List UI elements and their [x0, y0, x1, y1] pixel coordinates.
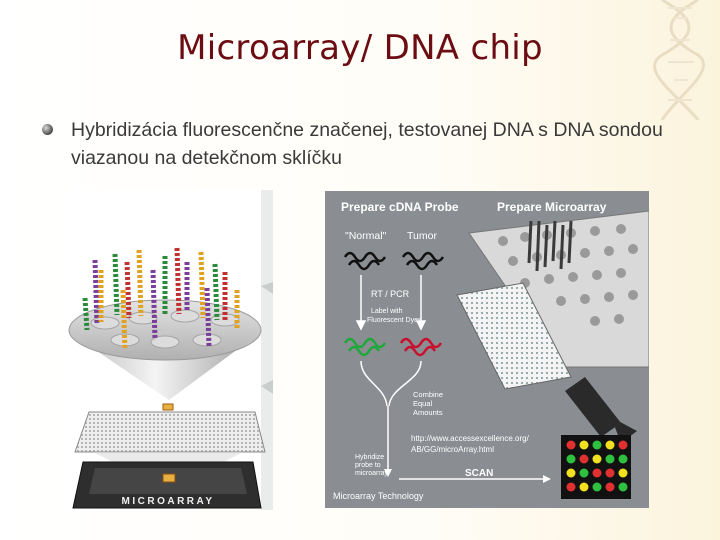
microarray-process-diagram: Prepare cDNA Probe Prepare Microarray "N…: [325, 191, 649, 508]
label-combine-line3: Amounts: [413, 408, 443, 417]
label-combine-line1: Combine: [413, 390, 443, 399]
label-hybridize-line2: probe to: [355, 462, 381, 469]
red-labeled-cdna: [401, 339, 441, 347]
bullet-text: Hybridizácia fluorescenčne značenej, tes…: [71, 116, 681, 172]
label-hybridize-line3: microarray: [355, 470, 389, 477]
chip-label: MICROARRAY: [122, 496, 215, 507]
label-normal: "Normal": [345, 230, 387, 242]
green-labeled-cdna: [345, 339, 385, 347]
slide-title: Microarray/ DNA chip: [0, 28, 720, 68]
microarray-process-figure: Prepare cDNA Probe Prepare Microarray "N…: [325, 191, 649, 508]
heading-prepare-probe: Prepare cDNA Probe: [341, 200, 459, 214]
label-tumor: Tumor: [407, 230, 437, 242]
source-url-line2: AB/GG/microArray.html: [411, 445, 494, 454]
unlabeled-cdna-strands: [345, 253, 443, 269]
dna-helix-decoration: [648, 0, 710, 120]
heading-prepare-microarray: Prepare Microarray: [497, 200, 607, 214]
microarray-funnel-illustration: MICROARRAY: [65, 190, 273, 510]
label-rt-pcr: RT / PCR: [371, 289, 410, 299]
label-combine-line2: Equal: [413, 399, 433, 408]
label-scan: SCAN: [465, 468, 493, 479]
source-url-line1: http://www.accessexcellence.org/: [411, 434, 530, 443]
bullet-icon: [42, 124, 53, 135]
label-dyes-line2: Fluorescent Dyes: [367, 317, 422, 324]
label-dyes-line1: Label with: [371, 308, 403, 315]
microarray-funnel-figure: MICROARRAY: [65, 190, 273, 510]
figure-caption: Microarray Technology: [333, 491, 424, 501]
label-hybridize-line1: Hybridize: [355, 454, 384, 461]
